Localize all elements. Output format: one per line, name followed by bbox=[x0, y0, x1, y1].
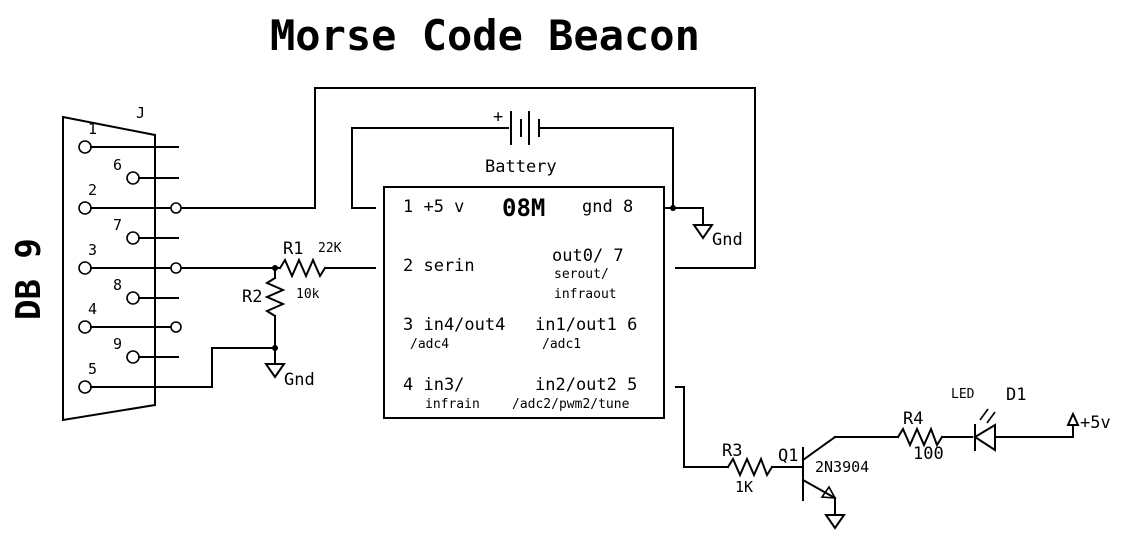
svg-text:8: 8 bbox=[113, 276, 122, 294]
chip-pin2: 2 serin bbox=[403, 256, 475, 276]
svg-text:4: 4 bbox=[88, 300, 97, 318]
chip-pin4-infrain: infrain bbox=[425, 397, 480, 412]
wire-battery-positive bbox=[351, 127, 509, 209]
chip-08m bbox=[383, 186, 665, 419]
resistor-r4: R4 100 bbox=[896, 409, 973, 464]
db9-pin-3: 3 bbox=[78, 241, 182, 275]
db9-pin-1: 1 bbox=[78, 120, 179, 154]
diagram-title: Morse Code Beacon bbox=[270, 11, 700, 60]
svg-text:Q1: Q1 bbox=[778, 446, 798, 466]
svg-text:2: 2 bbox=[88, 181, 97, 199]
svg-text:LED: LED bbox=[951, 387, 975, 402]
db9-pin-9: 9 bbox=[113, 335, 179, 364]
chip-pin3: 3 in4/out4 bbox=[403, 315, 505, 335]
svg-text:R2: R2 bbox=[242, 287, 262, 307]
db9-pin-7: 7 bbox=[113, 216, 179, 245]
svg-text:7: 7 bbox=[113, 216, 122, 234]
db9-pin-6: 6 bbox=[113, 156, 179, 185]
svg-text:2N3904: 2N3904 bbox=[815, 458, 869, 476]
chip-pin5: in2/out2 5 bbox=[535, 375, 637, 395]
svg-text:Gnd: Gnd bbox=[284, 370, 315, 390]
chip-pin8: gnd 8 bbox=[582, 197, 633, 217]
chip-pin6-adc: /adc1 bbox=[542, 337, 581, 352]
chip-pin3-adc: /adc4 bbox=[410, 337, 449, 352]
chip-pin7-infraout: infraout bbox=[554, 287, 617, 302]
resistor-r3: R3 1K bbox=[722, 441, 804, 496]
junction-dot bbox=[272, 345, 278, 351]
db9-pin-8: 8 bbox=[113, 276, 179, 305]
ground-symbol: Gnd bbox=[692, 224, 743, 250]
svg-text:6: 6 bbox=[113, 156, 122, 174]
svg-text:3: 3 bbox=[88, 241, 97, 259]
chip-name: 08M bbox=[502, 194, 545, 222]
wire-serout bbox=[181, 87, 756, 269]
svg-text:100: 100 bbox=[913, 444, 944, 464]
transistor-q1: Q1 2N3904 bbox=[778, 435, 899, 514]
connector-label: DB 9 bbox=[9, 238, 49, 320]
svg-text:Battery: Battery bbox=[485, 157, 557, 177]
svg-text:22K: 22K bbox=[318, 241, 342, 256]
wire-pin5-gnd bbox=[211, 347, 276, 388]
svg-text:R1: R1 bbox=[283, 239, 303, 259]
svg-text:R3: R3 bbox=[722, 441, 742, 461]
svg-text:1K: 1K bbox=[735, 478, 753, 496]
db9-pin-4: 4 bbox=[78, 300, 182, 334]
svg-text:+5v: +5v bbox=[1080, 413, 1111, 433]
ground-symbol: Gnd bbox=[264, 363, 315, 390]
svg-text:D1: D1 bbox=[1006, 385, 1026, 405]
db9-pin-5: 5 bbox=[78, 360, 213, 394]
svg-text:Gnd: Gnd bbox=[712, 230, 743, 250]
db9-connector-shell bbox=[62, 115, 156, 422]
connector-ref: J bbox=[136, 104, 145, 122]
ground-symbol bbox=[824, 514, 846, 530]
chip-pin4: 4 in3/ bbox=[403, 375, 464, 395]
chip-pin1: 1 +5 v bbox=[403, 197, 464, 217]
battery-symbol: + Battery bbox=[485, 107, 557, 177]
svg-text:1: 1 bbox=[88, 120, 97, 138]
chip-pin6: in1/out1 6 bbox=[535, 315, 637, 335]
svg-text:9: 9 bbox=[113, 335, 122, 353]
resistor-r1: R1 22K bbox=[278, 239, 376, 279]
led-d1: LED D1 bbox=[951, 385, 1074, 452]
chip-pin5-functions: /adc2/pwm2/tune bbox=[512, 397, 630, 412]
svg-text:5: 5 bbox=[88, 360, 97, 378]
svg-text:10k: 10k bbox=[296, 287, 320, 302]
db9-pin-2: 2 bbox=[78, 181, 182, 215]
svg-text:+: + bbox=[493, 107, 503, 127]
resistor-r2: R2 10k bbox=[242, 267, 320, 363]
chip-pin7: out0/ 7 bbox=[552, 246, 624, 266]
wire-pin5-out bbox=[675, 386, 729, 468]
supply-terminal: +5v bbox=[1066, 411, 1111, 438]
svg-text:R4: R4 bbox=[903, 409, 923, 429]
chip-pin7-serout: serout/ bbox=[554, 267, 609, 282]
wire-battery-negative bbox=[539, 127, 674, 209]
